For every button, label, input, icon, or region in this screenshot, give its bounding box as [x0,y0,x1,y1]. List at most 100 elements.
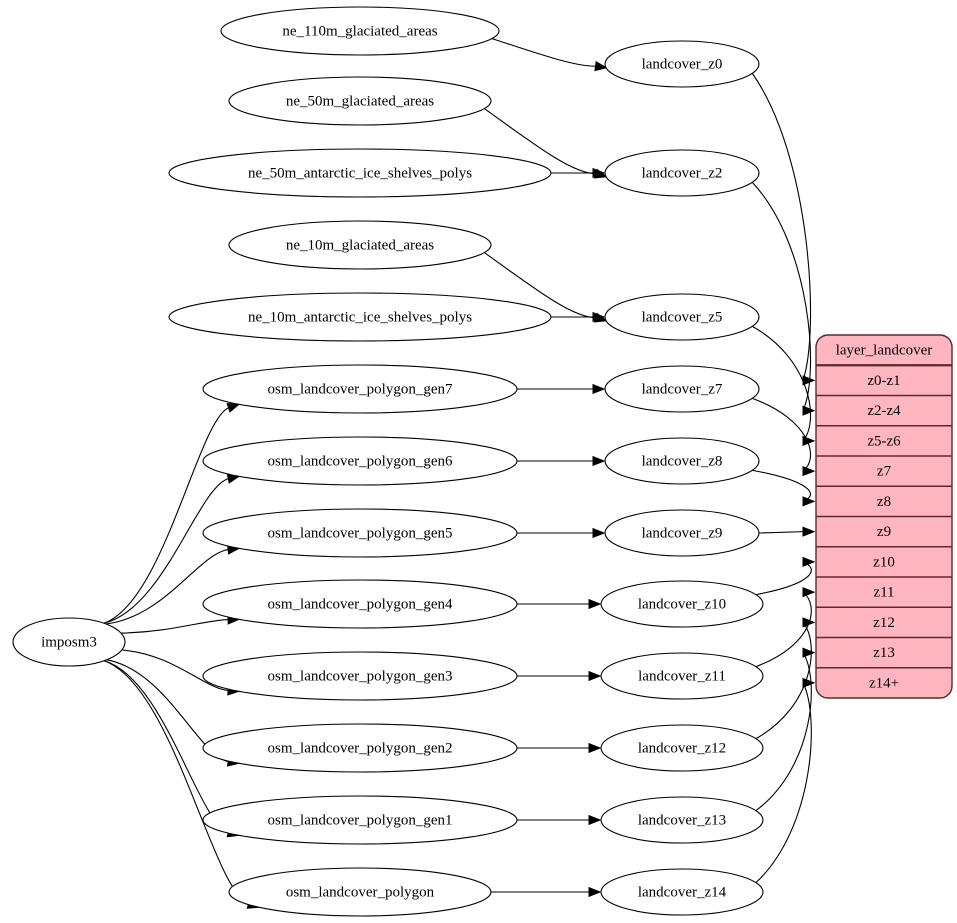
edge-landcover_z5-to-row [752,325,812,442]
table-row-z10[interactable]: z10 [873,554,895,570]
node-osm_landcover_polygon_gen7[interactable]: osm_landcover_polygon_gen7 [202,364,518,414]
edge-landcover_z7-to-row [752,397,811,472]
node-label-landcover_z13: landcover_z13 [638,812,726,828]
node-landcover_z10[interactable]: landcover_z10 [600,580,764,628]
node-landcover_z2[interactable]: landcover_z2 [604,149,760,197]
edge-ne_110m_glaciated_areas-to-landcover_z0-arrowhead [594,61,608,72]
edge-imposm3-to-osm_landcover_polygon [103,660,250,905]
node-ellipse-osm_landcover_polygon [228,867,492,917]
node-label-ne_10m_glaciated_areas: ne_10m_glaciated_areas [286,237,434,253]
node-ellipse-landcover_z14 [600,868,764,916]
node-osm_landcover_polygon_gen2[interactable]: osm_landcover_polygon_gen2 [202,723,518,773]
node-osm_landcover_polygon[interactable]: osm_landcover_polygon [228,867,492,917]
edge-landcover_z14-to-row-arrowhead [802,677,816,689]
edge-landcover_z7-to-row-arrowhead [802,465,816,477]
node-label-landcover_z2: landcover_z2 [642,165,723,181]
edge-osm_landcover_polygon_gen7-to-landcover_z7-arrowhead [592,383,606,395]
node-imposm3[interactable]: imposm3 [12,617,126,667]
node-label-ne_10m_antarctic_ice_shelves_polys: ne_10m_antarctic_ice_shelves_polys [248,309,472,325]
node-label-osm_landcover_polygon_gen2: osm_landcover_polygon_gen2 [268,740,453,756]
node-osm_landcover_polygon_gen1[interactable]: osm_landcover_polygon_gen1 [202,795,518,845]
edge-landcover_z9-to-row [758,531,805,534]
node-label-landcover_z5: landcover_z5 [642,309,723,325]
node-ne_50m_glaciated_areas[interactable]: ne_50m_glaciated_areas [228,76,492,126]
edge-landcover_z9-to-row-arrowhead [802,526,816,537]
table-row-z8[interactable]: z8 [877,494,891,510]
node-label-imposm3: imposm3 [41,634,97,650]
node-landcover_z0[interactable]: landcover_z0 [604,40,760,88]
table-row-z9[interactable]: z9 [877,524,891,540]
node-label-landcover_z7: landcover_z7 [642,381,723,397]
edge-landcover_z12-to-row-arrowhead [802,617,816,628]
node-ne_50m_antarctic_ice_shelves_polys[interactable]: ne_50m_antarctic_ice_shelves_polys [168,148,552,198]
node-ne_10m_glaciated_areas[interactable]: ne_10m_glaciated_areas [228,220,492,270]
node-osm_landcover_polygon_gen4[interactable]: osm_landcover_polygon_gen4 [202,579,518,629]
node-ellipse-osm_landcover_polygon_gen5 [202,508,518,558]
node-ellipse-ne_50m_glaciated_areas [228,76,492,126]
node-landcover_z14[interactable]: landcover_z14 [600,868,764,916]
node-label-osm_landcover_polygon_gen6: osm_landcover_polygon_gen6 [268,453,453,469]
table-row-z2-z4[interactable]: z2-z4 [867,403,901,419]
node-label-osm_landcover_polygon_gen4: osm_landcover_polygon_gen4 [268,596,453,612]
node-ellipse-imposm3 [12,617,126,667]
node-ellipse-ne_50m_antarctic_ice_shelves_polys [168,148,552,198]
edge-landcover_z11-to-row [755,591,812,668]
edge-imposm3-to-osm_landcover_polygon_gen4 [121,618,230,634]
table-row-z14+[interactable]: z14+ [869,675,899,691]
node-ellipse-osm_landcover_polygon_gen7 [202,364,518,414]
table-row-z12[interactable]: z12 [873,615,895,631]
node-label-landcover_z0: landcover_z0 [642,56,723,72]
node-label-osm_landcover_polygon_gen7: osm_landcover_polygon_gen7 [268,381,453,397]
table-row-z13[interactable]: z13 [873,645,895,661]
edge-imposm3-to-osm_landcover_polygon_gen3 [121,649,230,692]
node-ellipse-ne_10m_glaciated_areas [228,220,492,270]
table-row-z5-z6[interactable]: z5-z6 [867,433,901,449]
table-group: layer_landcoverz0-z1z2-z4z5-z6z7z8z9z10z… [815,334,953,699]
node-ne_110m_glaciated_areas[interactable]: ne_110m_glaciated_areas [220,6,500,56]
edge-ne_10m_glaciated_areas-to-landcover_z5 [484,252,596,319]
node-ellipse-osm_landcover_polygon_gen6 [202,436,518,486]
edge-ne_50m_glaciated_areas-to-landcover_z2 [484,108,596,175]
node-label-osm_landcover_polygon_gen3: osm_landcover_polygon_gen3 [268,668,453,684]
edge-landcover_z2-to-row-arrowhead [802,405,816,416]
node-ellipse-landcover_z0 [604,40,760,88]
node-landcover_z8[interactable]: landcover_z8 [604,437,760,485]
edge-osm_landcover_polygon_gen1-to-landcover_z13-arrowhead [588,814,602,826]
edge-landcover_z13-to-row [755,652,812,812]
node-landcover_z7[interactable]: landcover_z7 [604,365,760,413]
node-ellipse-osm_landcover_polygon_gen4 [202,579,518,629]
node-landcover_z11[interactable]: landcover_z11 [600,652,764,700]
node-label-landcover_z11: landcover_z11 [638,668,726,684]
node-label-osm_landcover_polygon: osm_landcover_polygon [286,884,435,900]
edge-landcover_z11-to-row-arrowhead [802,586,816,598]
edge-landcover_z0-to-row-arrowhead [802,375,816,386]
node-ellipse-ne_110m_glaciated_areas [220,6,500,56]
table-row-z0-z1[interactable]: z0-z1 [867,373,900,389]
node-ellipse-landcover_z5 [604,293,760,341]
node-landcover_z5[interactable]: landcover_z5 [604,293,760,341]
edge-landcover_z0-to-row [751,73,812,381]
node-label-landcover_z8: landcover_z8 [642,453,723,469]
node-landcover_z9[interactable]: landcover_z9 [604,509,760,557]
node-ne_10m_antarctic_ice_shelves_polys[interactable]: ne_10m_antarctic_ice_shelves_polys [168,292,552,342]
node-osm_landcover_polygon_gen3[interactable]: osm_landcover_polygon_gen3 [202,651,518,701]
node-osm_landcover_polygon_gen5[interactable]: osm_landcover_polygon_gen5 [202,508,518,558]
node-ellipse-osm_landcover_polygon_gen1 [202,795,518,845]
node-label-landcover_z9: landcover_z9 [642,525,723,541]
edge-ne_110m_glaciated_areas-to-landcover_z0 [491,38,596,67]
edge-osm_landcover_polygon_gen5-to-landcover_z9-arrowhead [592,527,606,539]
edge-ne_10m_glaciated_areas-to-landcover_z5-arrowhead [593,312,608,323]
edge-landcover_z12-to-row [755,622,812,740]
node-label-osm_landcover_polygon_gen5: osm_landcover_polygon_gen5 [268,525,453,541]
node-ellipse-osm_landcover_polygon_gen3 [202,651,518,701]
nodes-group: imposm3 ne_110m_glaciated_areas ne_50m_gla… [12,6,764,917]
table-row-z11[interactable]: z11 [873,585,894,601]
edge-imposm3-to-osm_landcover_polygon_gen6 [103,477,230,624]
node-osm_landcover_polygon_gen6[interactable]: osm_landcover_polygon_gen6 [202,436,518,486]
edge-landcover_z13-to-row-arrowhead [802,647,816,658]
edge-imposm3-to-osm_landcover_polygon_gen7 [103,406,230,624]
node-landcover_z12[interactable]: landcover_z12 [600,724,764,772]
node-label-landcover_z12: landcover_z12 [638,740,726,756]
table-row-z7[interactable]: z7 [877,464,892,480]
node-landcover_z13[interactable]: landcover_z13 [600,796,764,844]
